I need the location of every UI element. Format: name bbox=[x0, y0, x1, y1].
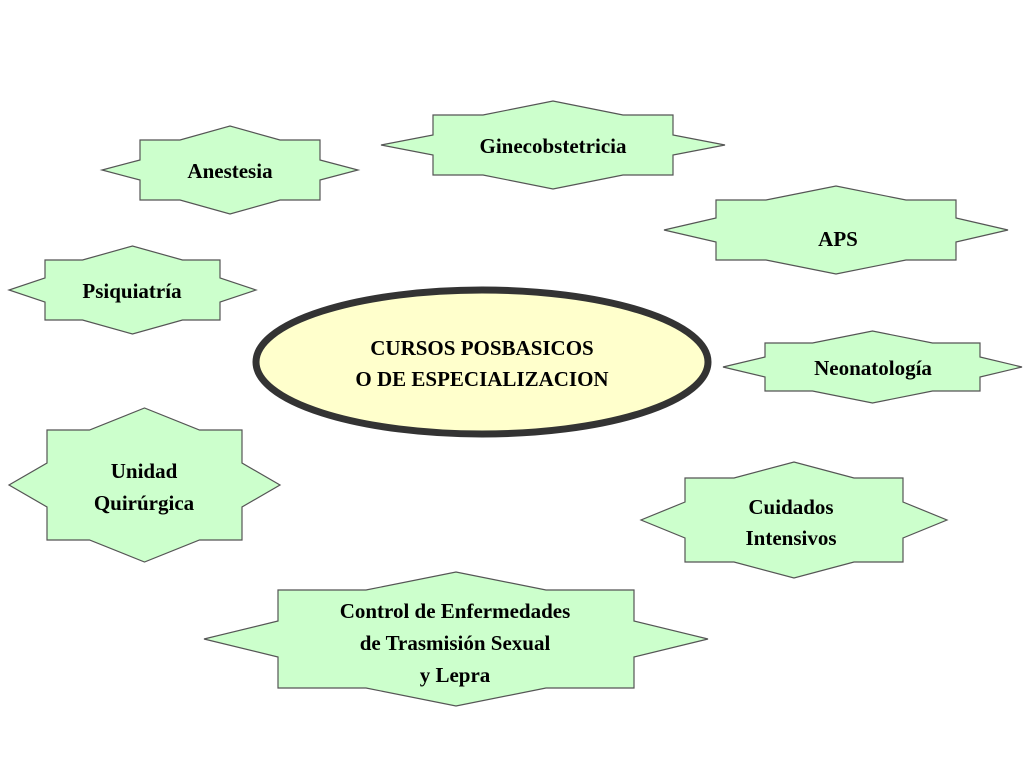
node-control-enfermedades-label-line-1: Control de Enfermedades bbox=[340, 599, 571, 623]
node-cuidados-intensivos-shape bbox=[639, 461, 949, 579]
node-psiquiatria: Psiquiatría bbox=[7, 245, 258, 335]
center-label-line-1: CURSOS POSBASICOS bbox=[370, 336, 593, 360]
node-anestesia-label-line-1: Anestesia bbox=[187, 159, 273, 183]
node-cuidados-intensivos-label-line-1: Cuidados bbox=[748, 495, 833, 519]
node-unidad-quirurgica-shape bbox=[7, 407, 282, 563]
node-neonatologia-shape bbox=[722, 330, 1023, 404]
node-aps: APS bbox=[663, 185, 1009, 275]
node-neonatologia: Neonatología bbox=[722, 330, 1023, 404]
node-neonatologia-label-line-1: Neonatología bbox=[814, 356, 932, 380]
node-unidad-quirurgica-label-line-2: Quirúrgica bbox=[94, 491, 195, 515]
node-control-enfermedades-label-line-3: y Lepra bbox=[420, 663, 491, 687]
center-label-line-2: O DE ESPECIALIZACION bbox=[355, 367, 608, 391]
node-anestesia-shape bbox=[99, 125, 361, 215]
node-cuidados-intensivos: Cuidados Intensivos bbox=[639, 461, 949, 579]
node-unidad-quirurgica: Unidad Quirúrgica bbox=[7, 407, 282, 563]
node-control-enfermedades: Control de Enfermedades de Trasmisión Se… bbox=[203, 571, 709, 707]
node-psiquiatria-shape bbox=[7, 245, 258, 335]
center-ellipse bbox=[252, 286, 712, 438]
node-psiquiatria-label-line-1: Psiquiatría bbox=[82, 279, 182, 303]
node-unidad-quirurgica-label-line-1: Unidad bbox=[111, 459, 178, 483]
node-cuidados-intensivos-label-line-2: Intensivos bbox=[745, 526, 836, 550]
node-control-enfermedades-shape bbox=[203, 571, 709, 707]
node-aps-shape bbox=[663, 185, 1009, 275]
node-control-enfermedades-label-line-2: de Trasmisión Sexual bbox=[360, 631, 551, 655]
node-ginecobstetricia: Ginecobstetricia bbox=[380, 100, 726, 190]
node-ginecobstetricia-label-line-1: Ginecobstetricia bbox=[480, 134, 627, 158]
node-ginecobstetricia-shape bbox=[380, 100, 726, 190]
node-anestesia: Anestesia bbox=[99, 125, 361, 215]
node-aps-label-line-1: APS bbox=[818, 227, 858, 251]
center-node: CURSOS POSBASICOS O DE ESPECIALIZACION bbox=[252, 286, 712, 438]
